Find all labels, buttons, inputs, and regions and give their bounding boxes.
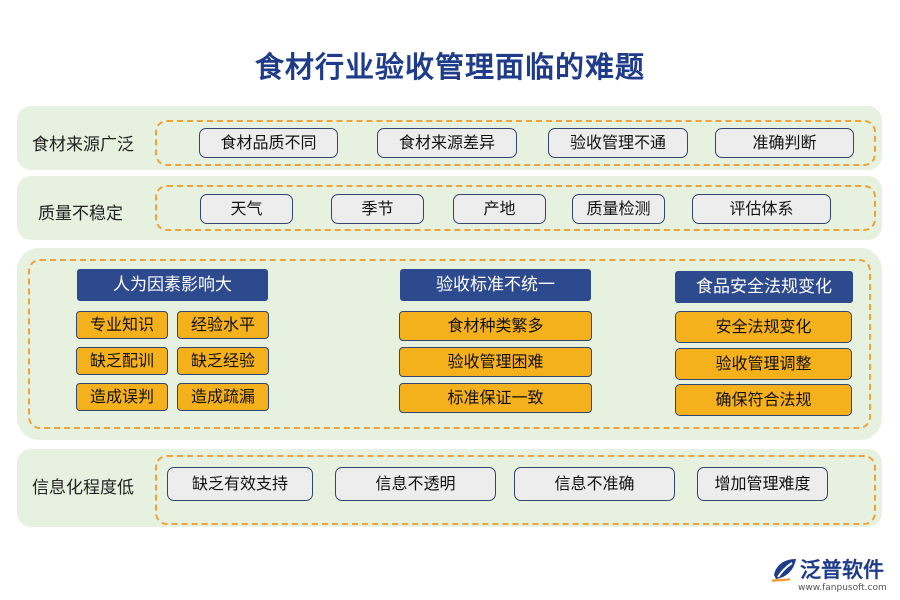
item-standard-consistency: 标准保证一致 — [399, 383, 592, 413]
brand-logo: 泛普软件 www.fanpusoft.com — [770, 553, 896, 597]
item-management-difficult: 验收管理困难 — [399, 347, 592, 377]
dashed-frame-unstable-quality — [155, 185, 876, 231]
dashed-frame-ingredient-sources — [155, 120, 876, 166]
item-management-adjust: 验收管理调整 — [675, 348, 852, 380]
item-not-transparent: 信息不透明 — [335, 467, 496, 501]
item-management-blocked: 验收管理不通 — [548, 128, 688, 158]
brand-leaf-icon — [771, 559, 796, 583]
item-omission: 造成疏漏 — [177, 383, 269, 411]
dashed-frame-middle-factors — [28, 259, 871, 429]
item-evaluation-system: 评估体系 — [692, 194, 831, 224]
item-lack-experience: 缺乏经验 — [177, 347, 269, 375]
item-weather: 天气 — [200, 194, 293, 224]
item-origin: 产地 — [453, 194, 546, 224]
item-lack-support: 缺乏有效支持 — [167, 467, 313, 501]
item-quality-differs: 食材品质不同 — [199, 128, 338, 158]
item-ensure-compliance: 确保符合法规 — [675, 384, 852, 416]
brand-url: www.fanpusoft.com — [798, 583, 887, 593]
band-label-unstable-quality: 质量不稳定 — [38, 204, 123, 224]
item-harder-management: 增加管理难度 — [697, 467, 828, 501]
item-not-accurate: 信息不准确 — [514, 467, 675, 501]
header-human-factors: 人为因素影响大 — [77, 269, 268, 301]
item-professional-knowledge: 专业知识 — [76, 311, 168, 339]
item-many-varieties: 食材种类繁多 — [399, 311, 592, 341]
item-season: 季节 — [331, 194, 424, 224]
header-inconsistent-standards: 验收标准不统一 — [400, 269, 591, 301]
item-regulation-changes: 安全法规变化 — [675, 311, 852, 343]
band-label-low-informatization: 信息化程度低 — [32, 478, 134, 498]
item-misjudgement: 造成误判 — [76, 383, 168, 411]
band-label-ingredient-sources: 食材来源广泛 — [32, 135, 134, 155]
item-source-differences: 食材来源差异 — [377, 128, 517, 158]
item-experience-level: 经验水平 — [177, 311, 269, 339]
brand-name: 泛普软件 — [800, 558, 884, 582]
dashed-frame-low-informatization — [155, 455, 876, 525]
item-accurate-judgement: 准确判断 — [715, 128, 854, 158]
item-quality-inspection: 质量检测 — [572, 194, 665, 224]
item-lack-training: 缺乏配训 — [76, 347, 168, 375]
header-food-safety-regulations: 食品安全法规变化 — [675, 271, 853, 303]
diagram-title: 食材行业验收管理面临的难题 — [254, 50, 645, 84]
